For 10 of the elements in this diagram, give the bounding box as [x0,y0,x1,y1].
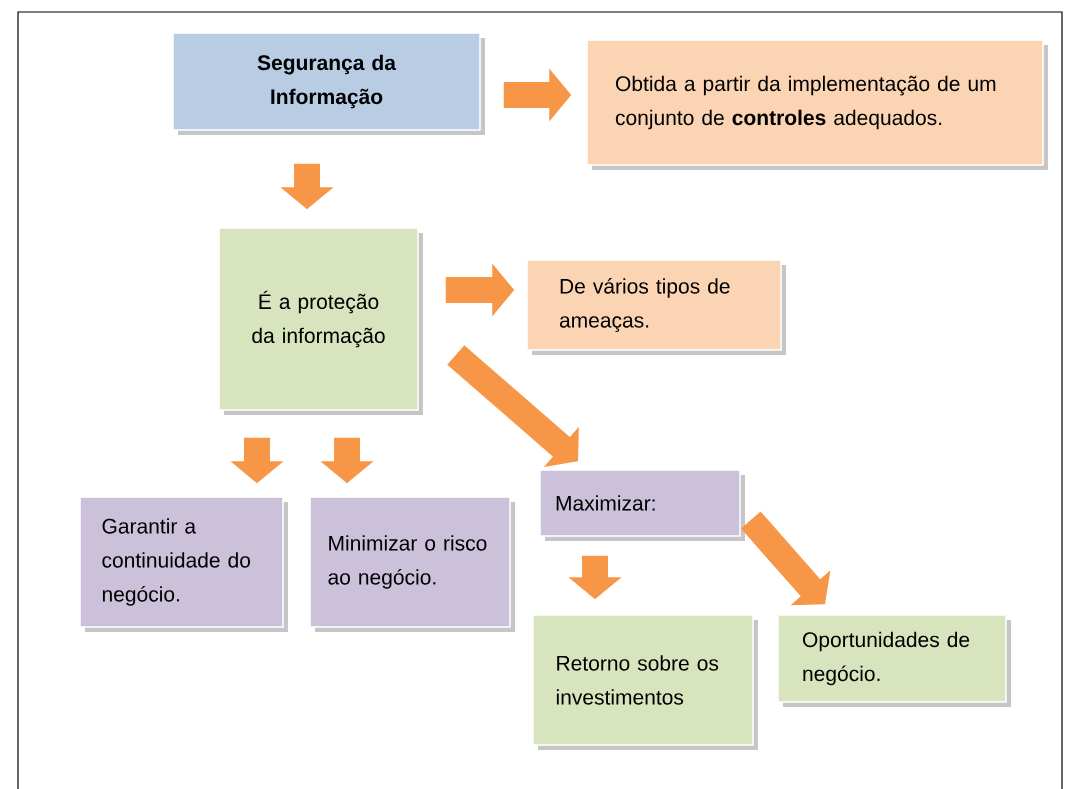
text-box: É a proteção da informação [218,227,423,415]
text-box: Segurança da Informação [172,32,485,135]
text-box: Oportunidades de negócio. [777,614,1011,707]
text-box: Minimizar o risco ao negócio. [309,496,515,632]
text-box: Garantir a continuidade do negócio. [79,496,288,632]
text-box: Obtida a partir da implementação de um conjunto de controles adequados. [586,39,1048,170]
block-arrow [741,511,831,606]
text-box: Maximizar: [539,469,745,541]
text-box: Retorno sobre os investimentos [532,614,758,750]
text-box: De vários tipos de ameaças. [526,259,786,355]
